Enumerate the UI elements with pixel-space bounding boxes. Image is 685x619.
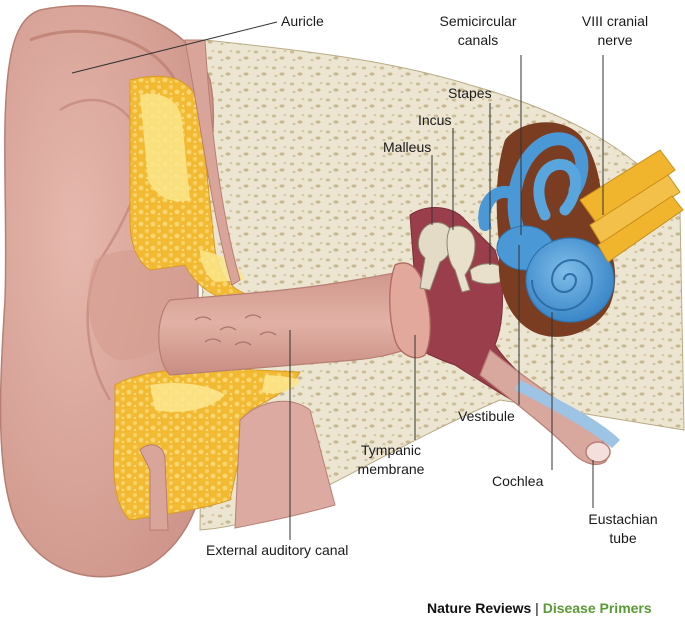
eustachian-tube-blue-lining bbox=[515, 380, 620, 448]
label-cranial-nerve-line1: VIII cranial bbox=[581, 13, 649, 29]
label-malleus: Malleus bbox=[383, 139, 432, 155]
eustachian-tube-shape bbox=[479, 349, 609, 465]
cartilage-lower-highlight bbox=[150, 383, 225, 412]
earlobe-inner-skin bbox=[139, 444, 169, 531]
label-leader-lines bbox=[71, 21, 604, 540]
cartilage-upper-highlight bbox=[140, 93, 190, 202]
incus-shape bbox=[446, 225, 476, 293]
label-eustachian-tube-line1: Eustachian bbox=[588, 511, 658, 527]
malleus-shape bbox=[417, 222, 454, 291]
canal-hair-marks bbox=[194, 314, 277, 346]
label-tympanic-membrane-line2: membrane bbox=[357, 461, 425, 477]
auricle-antihelix bbox=[59, 98, 143, 401]
label-external-auditory-canal: External auditory canal bbox=[206, 542, 349, 558]
label-vestibule: Vestibule bbox=[458, 408, 515, 424]
label-incus: Incus bbox=[418, 112, 452, 128]
cranial-nerve-shape bbox=[579, 149, 684, 263]
label-eustachian-tube-line2: tube bbox=[609, 530, 637, 546]
cochlea-shape bbox=[525, 237, 615, 323]
stapes-shape bbox=[469, 263, 504, 285]
label-tympanic-membrane-line1: Tympanic bbox=[361, 442, 421, 458]
label-cochlea: Cochlea bbox=[492, 473, 544, 489]
label-semicircular-canals-line2: canals bbox=[457, 32, 499, 48]
eustachian-tube-opening bbox=[585, 441, 611, 463]
semicircular-canals-shape bbox=[478, 132, 589, 242]
skin-lower bbox=[234, 400, 336, 529]
label-cranial-nerve-line2: nerve bbox=[597, 32, 633, 48]
label-stapes: Stapes bbox=[448, 85, 492, 101]
journal-credit: Nature Reviews | Disease Primers bbox=[427, 600, 652, 616]
credit-journal: Nature Reviews bbox=[427, 600, 532, 616]
label-semicircular-canals-line1: Semicircular bbox=[439, 13, 517, 29]
skin-strip-upper bbox=[184, 39, 241, 286]
leader-auricle bbox=[71, 21, 278, 74]
credit-separator: | bbox=[535, 600, 539, 616]
label-auricle: Auricle bbox=[281, 13, 324, 29]
external-auditory-canal-shape bbox=[158, 269, 421, 376]
credit-series: Disease Primers bbox=[542, 600, 652, 616]
